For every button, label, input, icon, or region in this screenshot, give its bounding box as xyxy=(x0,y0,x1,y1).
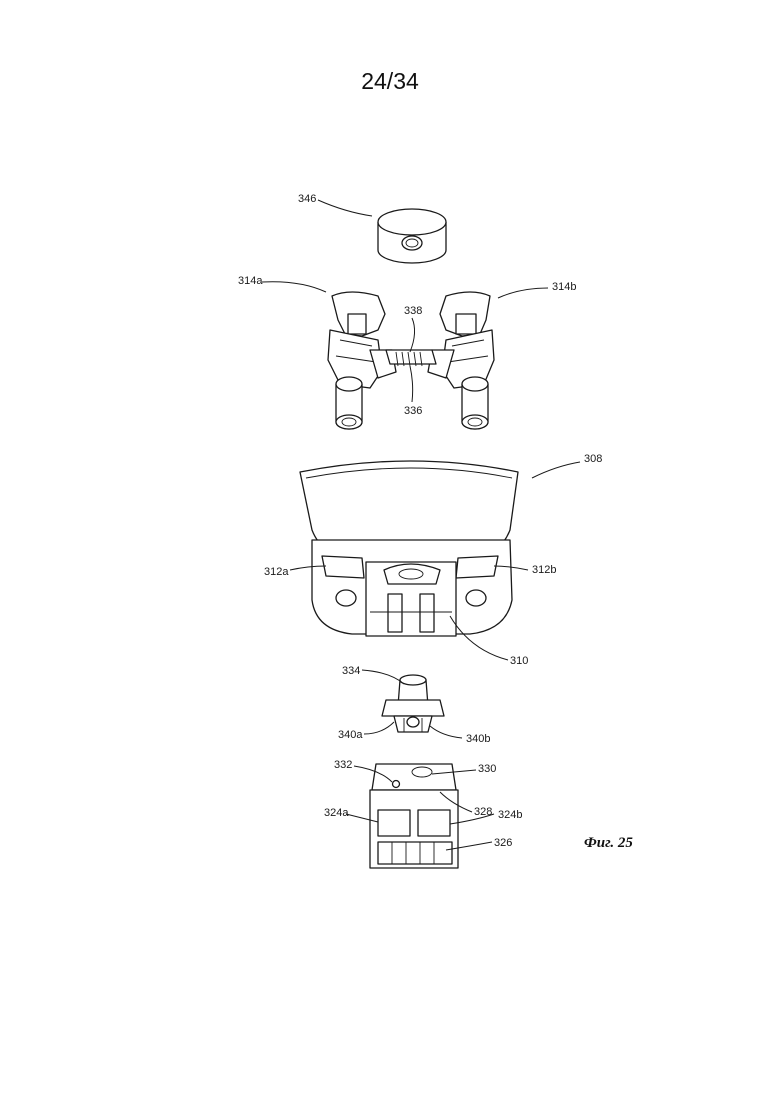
ref-326: 326 xyxy=(494,837,512,849)
ref-312b: 312b xyxy=(532,564,556,576)
housing-308 xyxy=(300,461,518,636)
base-block-324 xyxy=(370,764,458,868)
ref-310: 310 xyxy=(510,655,528,667)
ref-308: 308 xyxy=(584,453,602,465)
ref-336: 336 xyxy=(404,405,422,417)
leader-340b xyxy=(430,726,462,738)
leader-340a xyxy=(364,722,394,734)
latch-334 xyxy=(382,675,444,732)
ref-324a: 324a xyxy=(324,807,349,819)
ref-314a: 314a xyxy=(238,275,263,287)
leader-308 xyxy=(532,462,580,478)
coil-spring-336 xyxy=(386,350,436,366)
actuator-arm-314b xyxy=(428,292,494,429)
ref-338: 338 xyxy=(404,305,422,317)
ring-spacer-346 xyxy=(378,209,446,263)
ref-340b: 340b xyxy=(466,733,490,745)
ref-312a: 312a xyxy=(264,566,289,578)
leader-338 xyxy=(410,318,415,352)
ref-334: 334 xyxy=(342,665,360,677)
ref-346: 346 xyxy=(298,193,316,205)
leader-336 xyxy=(410,366,413,402)
ref-314b: 314b xyxy=(552,281,576,293)
leader-314b xyxy=(498,288,548,298)
figure-caption: Фиг. 25 xyxy=(584,835,633,852)
ref-332: 332 xyxy=(334,759,352,771)
ref-324b: 324b xyxy=(498,809,522,821)
ref-330: 330 xyxy=(478,763,496,775)
leader-314a xyxy=(262,282,326,292)
leader-346 xyxy=(318,200,372,216)
ref-328: 328 xyxy=(474,806,492,818)
ref-340a: 340a xyxy=(338,729,363,741)
leader-334 xyxy=(362,670,404,684)
actuator-arm-314a xyxy=(328,292,396,429)
